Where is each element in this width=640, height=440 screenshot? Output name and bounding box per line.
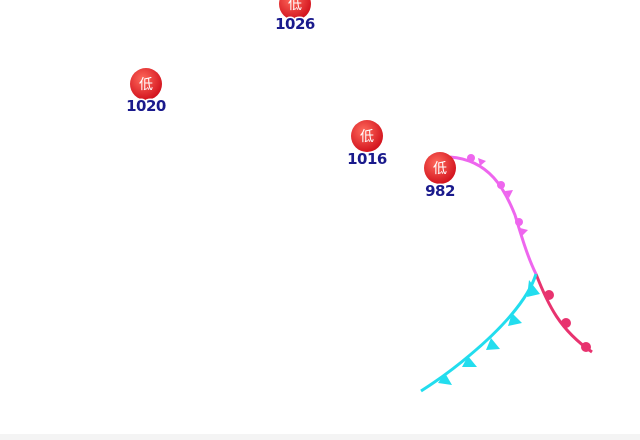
front-triangle (520, 228, 528, 236)
low-pressure-marker-icon (351, 120, 383, 152)
occluded-front (449, 154, 538, 275)
front-semicircle (515, 218, 523, 226)
low-symbol: 低 (433, 161, 447, 177)
low-pressure-center[interactable]: 低 1020 (125, 68, 168, 117)
front-semicircle (561, 318, 571, 328)
front-triangle (527, 280, 540, 297)
pressure-label: 1026 (275, 15, 315, 33)
front-semicircle (497, 181, 505, 189)
front-semicircle (467, 154, 475, 162)
front-triangle (462, 356, 477, 367)
pressure-label: 1016 (347, 150, 387, 168)
low-pressure-marker-icon (279, 0, 311, 20)
front-triangle (505, 190, 513, 198)
front-triangle (478, 158, 486, 166)
low-symbol: 低 (139, 77, 153, 93)
front-triangle (508, 313, 522, 326)
warm-front-line (534, 273, 593, 354)
low-pressure-center[interactable]: 低 1016 (346, 120, 389, 170)
warm-front (534, 273, 593, 354)
pressure-label: 982 (425, 182, 455, 200)
front-semicircle (544, 290, 554, 300)
front-triangle (438, 373, 452, 385)
front-triangle (486, 338, 500, 350)
low-pressure-center[interactable]: 低 1026 (274, 0, 317, 35)
low-symbol: 低 (288, 0, 302, 13)
low-pressure-marker-icon (130, 68, 162, 100)
low-pressure-marker-icon (424, 152, 456, 184)
cold-front (420, 273, 540, 393)
occluded-front-line (449, 155, 538, 275)
low-symbol: 低 (360, 129, 374, 145)
cold-front-line (420, 273, 538, 393)
low-pressure-center[interactable]: 低 982 (424, 152, 457, 202)
bottom-edge (0, 434, 640, 440)
pressure-label: 1020 (126, 97, 166, 115)
front-semicircle (581, 342, 591, 352)
